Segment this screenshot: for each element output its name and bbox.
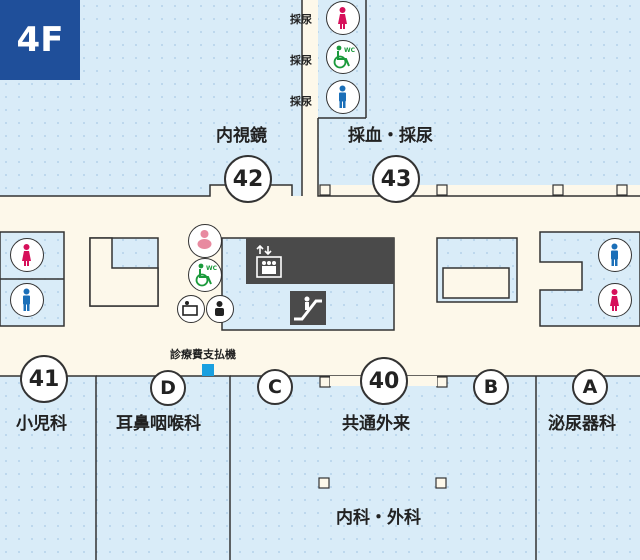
label-urine-2: 採尿 (290, 54, 312, 67)
label-pediatrics: 小児科 (16, 414, 67, 434)
male-restroom-icon-right (598, 238, 632, 272)
label-endoscopy: 内視鏡 (216, 126, 267, 146)
label-urology: 泌尿器科 (548, 414, 616, 434)
male-restroom-icon (326, 80, 360, 114)
corridor-top (302, 0, 318, 196)
label-internal-surgery: 内科・外科 (336, 508, 421, 528)
accessible-toilet-icon-center: WC (188, 258, 222, 292)
room-marker-42[interactable]: 42 (224, 155, 272, 203)
room-marker-D[interactable]: D (150, 370, 186, 406)
room-marker-B[interactable]: B (473, 369, 509, 405)
escalator-icon (290, 291, 326, 325)
label-urine-3: 採尿 (290, 95, 312, 108)
room-marker-40[interactable]: 40 (360, 357, 408, 405)
room-marker-C[interactable]: C (257, 369, 293, 405)
female-restroom-icon-right (598, 283, 632, 317)
male-restroom-icon-left (10, 283, 44, 317)
label-urine-1: 採尿 (290, 13, 312, 26)
elevator-icon (254, 244, 284, 278)
label-ent: 耳鼻咽喉科 (116, 414, 201, 434)
nursing-room-icon (206, 295, 234, 323)
accessible-toilet-icon: WC (326, 40, 360, 74)
label-blood-urine: 採血・採尿 (348, 126, 433, 146)
female-restroom-icon-left (10, 238, 44, 272)
baby-care-icon (188, 224, 222, 258)
room-marker-A[interactable]: A (572, 369, 608, 405)
label-general-outpatient: 共通外来 (342, 414, 410, 434)
room-marker-43[interactable]: 43 (372, 155, 420, 203)
wc-text: WC (344, 47, 356, 54)
wc-text-center: WC (206, 265, 218, 272)
ostomate-icon (177, 295, 205, 323)
female-restroom-icon (326, 1, 360, 35)
label-payment-machine: 診療費支払機 (170, 348, 236, 361)
floor-badge: 4F (0, 0, 80, 80)
room-marker-41[interactable]: 41 (20, 355, 68, 403)
room-bottom (0, 376, 640, 560)
payment-machine-marker (202, 364, 214, 376)
